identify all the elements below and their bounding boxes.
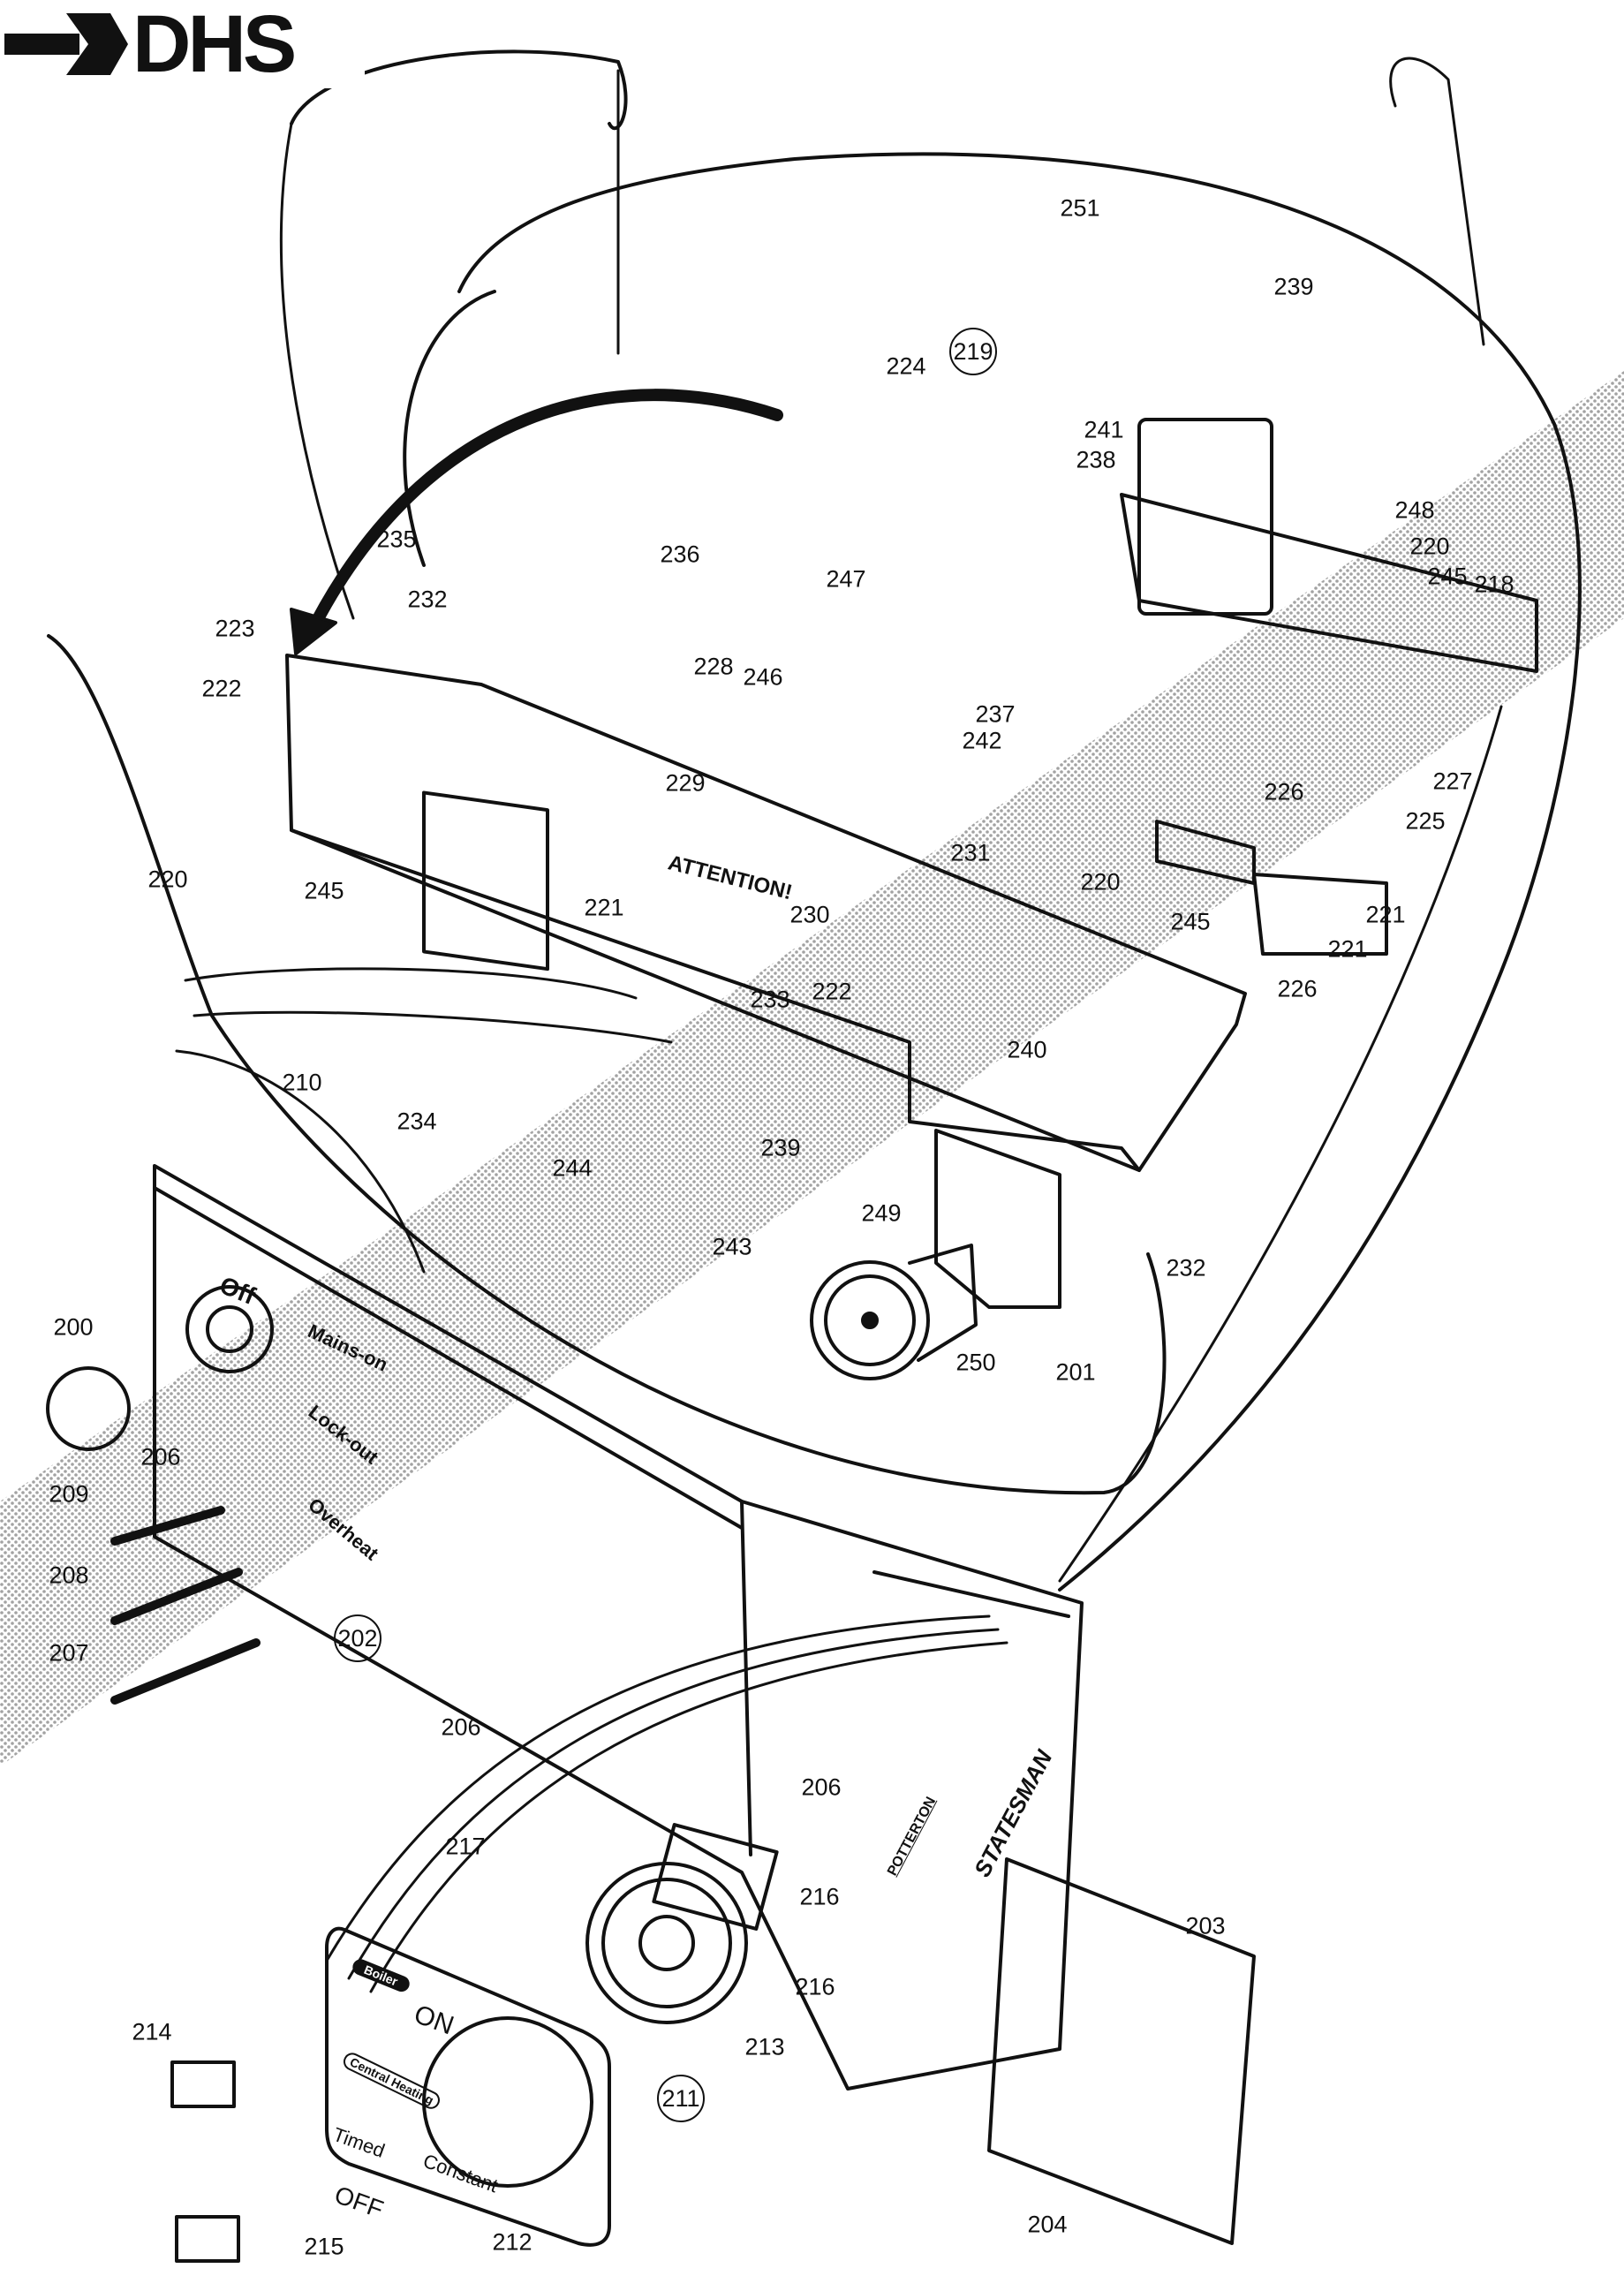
sensor-lead bbox=[279, 57, 1485, 620]
part-number-callout: 223 bbox=[215, 615, 255, 642]
part-number-callout: 217 bbox=[445, 1833, 486, 1860]
part-number-callout: 239 bbox=[1273, 273, 1314, 300]
circled-callout-label: 211 bbox=[657, 2075, 705, 2122]
part-number-callout: 244 bbox=[552, 1154, 593, 1182]
circled-callout-label: 202 bbox=[334, 1614, 381, 1662]
part-number-callout: 214 bbox=[132, 2018, 172, 2045]
component-tray bbox=[1120, 493, 1538, 673]
part-number-callout: 238 bbox=[1076, 446, 1116, 473]
part-number-callout: 212 bbox=[492, 2228, 533, 2256]
circled-callout-label: 219 bbox=[949, 328, 997, 375]
part-number-callout: 240 bbox=[1007, 1036, 1047, 1063]
part-number-callout: 230 bbox=[789, 901, 830, 928]
part-number-callout: 236 bbox=[660, 541, 700, 568]
part-number-callout: 225 bbox=[1405, 807, 1446, 835]
transformer bbox=[1137, 418, 1273, 616]
wiring-harness bbox=[325, 705, 1503, 1993]
part-number-callout: 243 bbox=[712, 1233, 752, 1260]
part-number-callout: 234 bbox=[397, 1108, 437, 1135]
wire-left bbox=[47, 290, 1167, 1495]
part-number-callout: 233 bbox=[750, 986, 790, 1013]
part-number-callout: 221 bbox=[1327, 935, 1368, 963]
part-number-callout: 200 bbox=[53, 1313, 94, 1341]
part-number-callout: 242 bbox=[962, 727, 1002, 754]
part-number-callout: 220 bbox=[147, 866, 188, 893]
part-number-callout: 232 bbox=[407, 586, 448, 613]
part-number-callout: 203 bbox=[1185, 1912, 1226, 1939]
part-number-callout: 206 bbox=[801, 1773, 842, 1801]
arrow bbox=[303, 389, 783, 642]
part-number-callout: 248 bbox=[1394, 496, 1435, 524]
part-number-callout: 220 bbox=[1409, 533, 1450, 560]
pressure-gauge bbox=[810, 1260, 930, 1380]
part-number-callout: 207 bbox=[49, 1639, 89, 1667]
part-number-callout: 216 bbox=[795, 1973, 835, 2000]
halftone-watermark bbox=[0, 371, 1624, 1766]
part-number-callout: 213 bbox=[744, 2033, 785, 2060]
part-number-callout: 218 bbox=[1474, 571, 1514, 598]
window-cover bbox=[987, 1857, 1256, 2245]
part-number-callout: 210 bbox=[282, 1069, 322, 1096]
part-number-callout: 237 bbox=[975, 700, 1016, 728]
part-number-callout: 245 bbox=[1427, 563, 1468, 590]
part-number-callout: 226 bbox=[1277, 975, 1318, 1002]
part-number-callout: 229 bbox=[665, 769, 706, 797]
dhs-logo: DHS bbox=[0, 0, 365, 88]
part-number-callout: 206 bbox=[140, 1443, 181, 1471]
part-number-callout: 249 bbox=[861, 1199, 902, 1227]
part-number-callout: 235 bbox=[376, 525, 417, 553]
part-number-callout: 239 bbox=[760, 1134, 801, 1161]
arrow-logo-icon bbox=[4, 13, 128, 75]
switch-plate bbox=[325, 1926, 611, 2247]
part-number-callout: 220 bbox=[1080, 868, 1121, 896]
part-number-callout: 208 bbox=[49, 1561, 89, 1589]
part-number-callout: 251 bbox=[1060, 194, 1100, 222]
part-number-callout: 206 bbox=[441, 1713, 481, 1741]
part-number-callout: 232 bbox=[1166, 1254, 1206, 1282]
part-number-callout: 222 bbox=[812, 978, 852, 1005]
part-number-callout: 226 bbox=[1264, 778, 1304, 805]
part-number-callout: 228 bbox=[693, 653, 734, 680]
part-number-callout: 209 bbox=[49, 1480, 89, 1508]
part-number-callout: 216 bbox=[799, 1883, 840, 1910]
part-number-callout: 245 bbox=[304, 877, 344, 904]
part-number-callout: 246 bbox=[743, 663, 783, 691]
part-number-callout: 250 bbox=[956, 1349, 996, 1376]
part-number-callout: 204 bbox=[1027, 2211, 1068, 2238]
part-number-callout: 245 bbox=[1170, 908, 1211, 935]
arrow-head bbox=[290, 608, 337, 655]
chassis-plate bbox=[285, 654, 1247, 1172]
timer-clock bbox=[585, 1862, 748, 2024]
part-number-callout: 241 bbox=[1084, 416, 1124, 443]
rocker-switch bbox=[175, 2215, 240, 2263]
part-number-callout: 247 bbox=[826, 565, 866, 593]
part-number-callout: 221 bbox=[1365, 901, 1406, 928]
part-number-callout: 222 bbox=[201, 675, 242, 702]
part-number-callout: 231 bbox=[950, 839, 991, 866]
part-number-callout: 201 bbox=[1055, 1358, 1096, 1386]
thermostat-knob bbox=[46, 1366, 131, 1451]
rocker-switch bbox=[170, 2060, 236, 2108]
part-number-callout: 221 bbox=[584, 894, 624, 921]
logo-text: DHS bbox=[132, 0, 297, 89]
indicator-lamps bbox=[110, 1506, 261, 1705]
part-number-callout: 215 bbox=[304, 2233, 344, 2260]
part-number-callout: 224 bbox=[886, 352, 926, 380]
part-number-callout: 227 bbox=[1432, 767, 1473, 795]
